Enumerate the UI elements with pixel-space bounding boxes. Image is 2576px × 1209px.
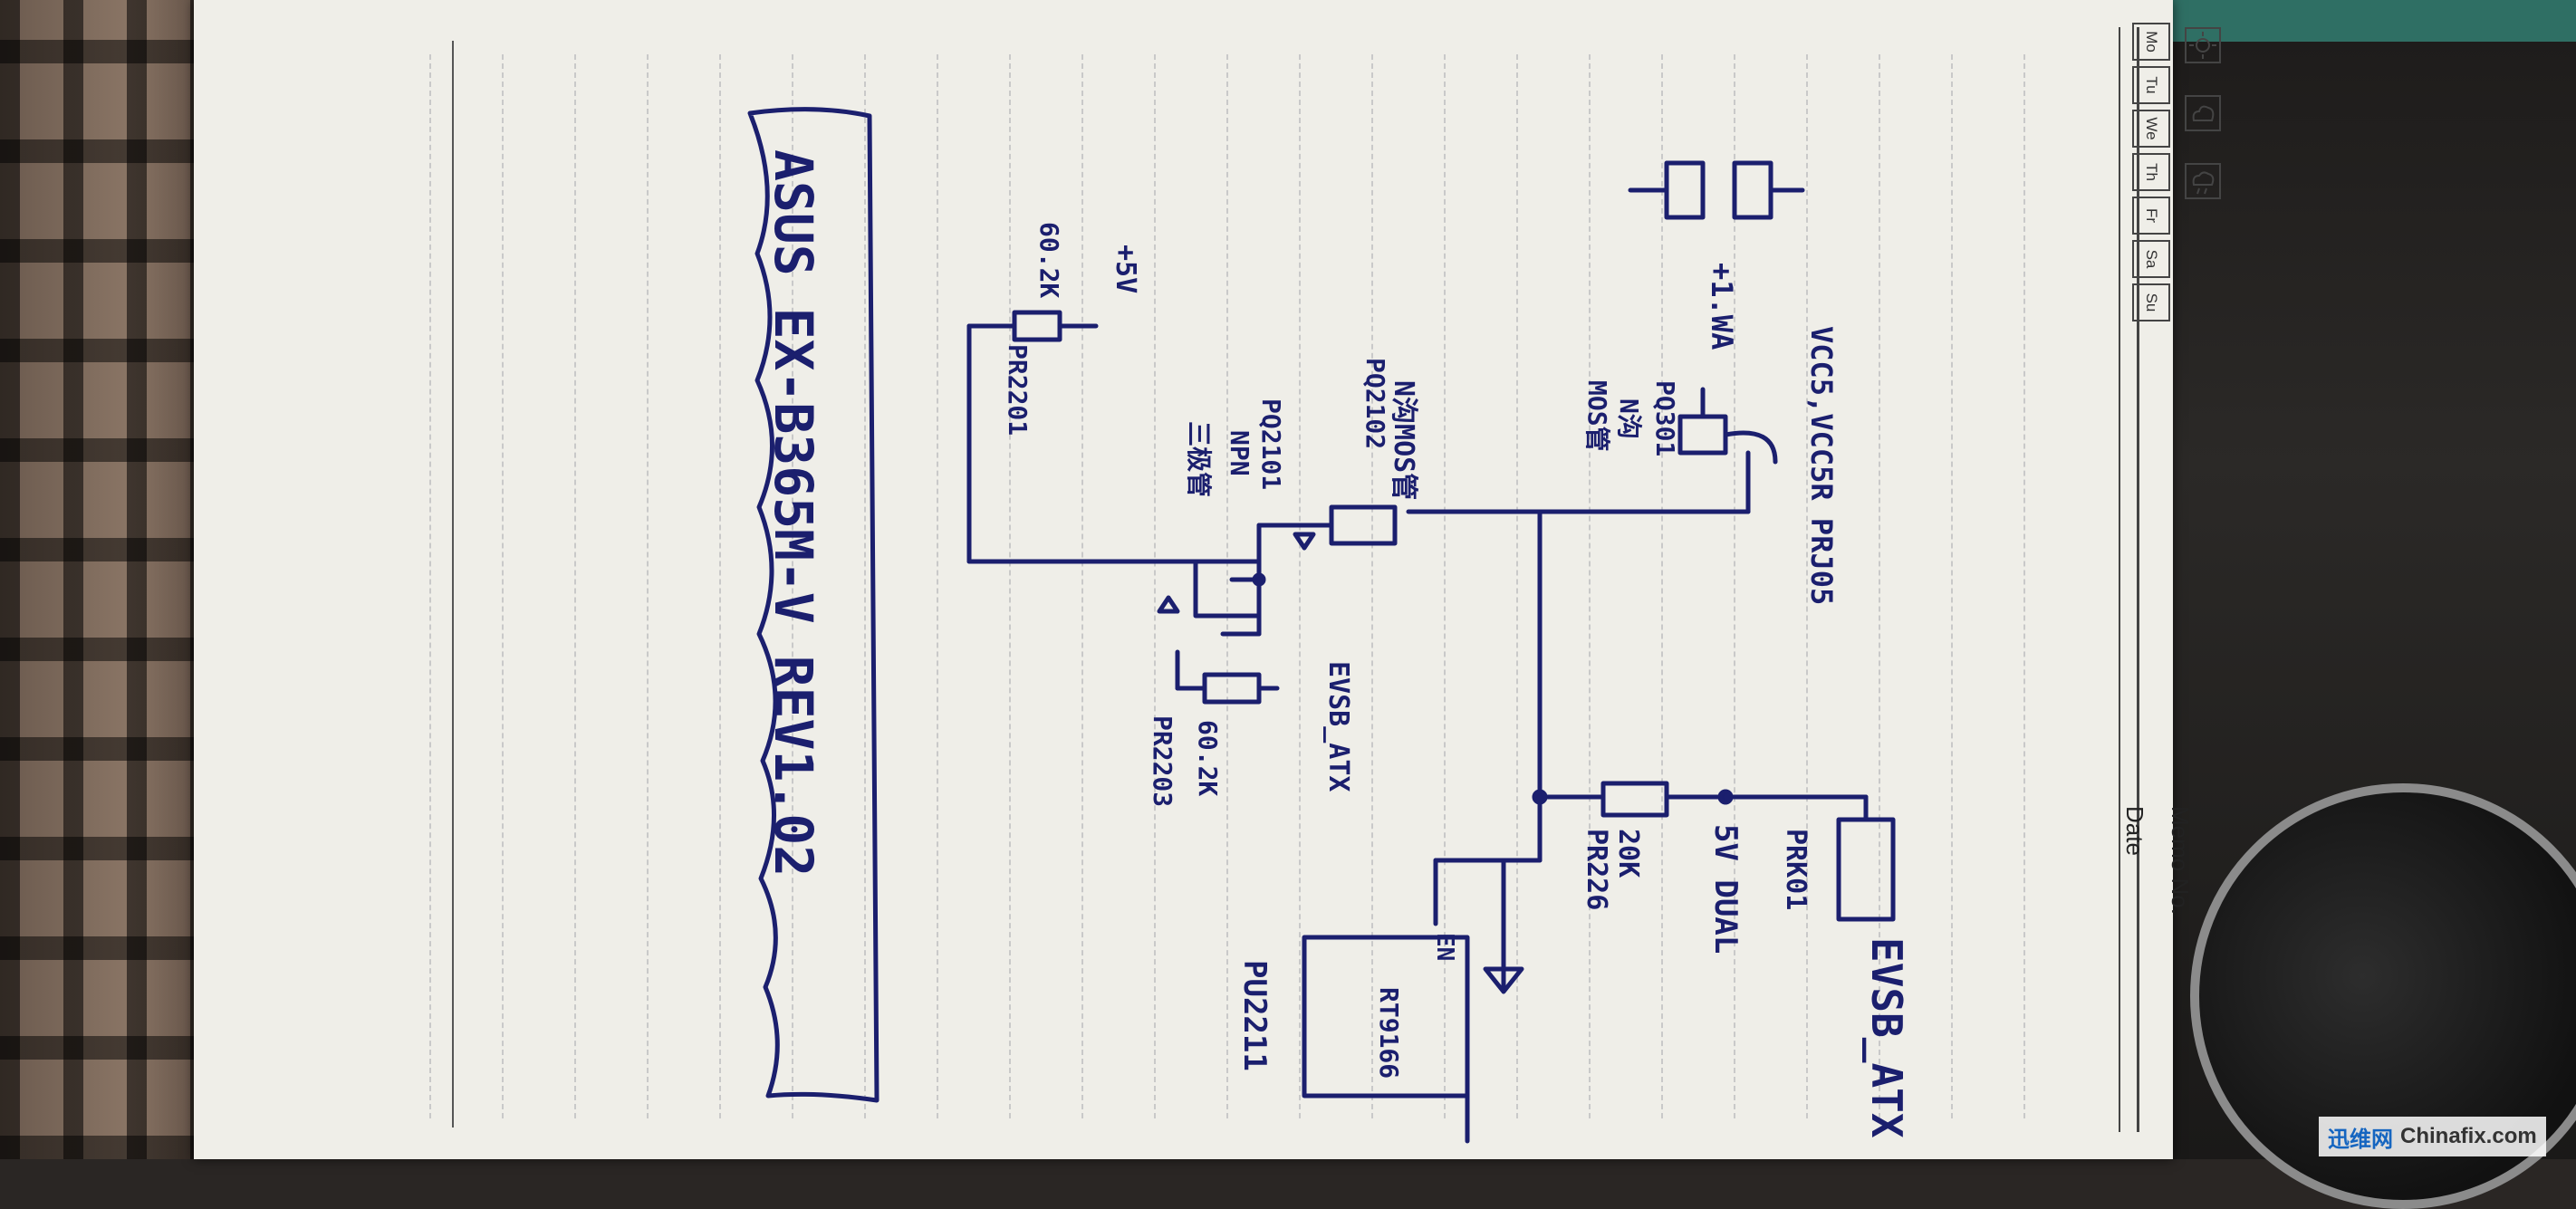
en-pin-label: EN [1431,933,1458,962]
sv-dual-label: 5V DUAL [1707,824,1744,955]
title-text: ASUS EX-B365M-V REV1.02 [763,149,824,878]
pr2201-label: PR2201 [1003,344,1033,437]
r60k-a-label: 60.2K [1193,720,1223,797]
ruled-line [647,54,649,1118]
ruled-line [792,54,793,1118]
watermark-en: Chinafix.com [2400,1124,2537,1148]
ruled-line [1444,54,1446,1118]
ruled-line [1879,54,1880,1118]
ruled-line [937,54,938,1118]
circuit-sketch [747,107,1896,1144]
sun-icon [2185,27,2221,63]
vcc5-label: VCC5,VCC5R PRJ05 [1804,326,1839,606]
pr2203-label: PR2203 [1148,715,1177,808]
ruled-line [1734,54,1735,1118]
plus5v-label: +5V [1110,245,1141,294]
cloud-icon [2185,95,2221,131]
pq301-label: PQ301 [1650,380,1680,457]
evsb-atx-top-label: EVSB_ATX [1862,937,1911,1138]
evsb-atx-mid-label: EVSB_ATX [1322,661,1354,792]
r60k-b-label: 60.2K [1034,222,1064,299]
npn-label: NPN [1225,430,1254,476]
v1wa-label: +1.WA [1705,263,1739,350]
pu2211-label: PU2211 [1236,960,1273,1071]
pq2101-label: PQ2101 [1256,398,1286,491]
chinafix-watermark: 迅维网 Chinafix.com [2319,1117,2546,1156]
prk01-label: PRK01 [1780,829,1812,911]
notebook-page: Mo Tu We Th Fr Sa Su Memo No. Date [194,0,2221,1159]
ruled-line [1226,54,1228,1118]
ruled-line [429,54,431,1118]
ruled-line [1299,54,1301,1118]
ruled-line [1371,54,1373,1118]
ruled-line [1589,54,1591,1118]
triode-label: 三极管 [1184,421,1214,498]
header-rule-inner [2119,27,2120,1132]
pr226-label: PR226 [1581,829,1612,911]
ruled-line [574,54,576,1118]
ruled-line [1661,54,1663,1118]
margin-line [452,41,454,1127]
n-mos-tube-label: N沟MOS管 [1388,380,1419,501]
ruled-line [1951,54,1953,1118]
ruled-line [502,54,504,1118]
ruled-line [864,54,866,1118]
rain-icon [2185,163,2221,199]
teal-mat-edge [2169,0,2576,42]
mos-tube-label: MOS管 [1582,380,1612,452]
ruled-line [1154,54,1156,1118]
ruled-line [719,54,721,1118]
watermark-cn: 迅维网 [2328,1127,2393,1152]
ruled-line [2023,54,2025,1118]
chip-label: RT9166 [1374,987,1404,1079]
n-channel-label: N沟 [1614,398,1644,439]
ruled-line [1806,54,1808,1118]
ruled-line [1516,54,1518,1118]
header-rule-outer [2137,27,2139,1132]
ruled-line [1009,54,1011,1118]
plaid-fabric-background [0,0,217,1159]
pq2102-label: PQ2102 [1360,358,1390,450]
r20k-label: 20K [1612,829,1644,878]
ruled-line [1081,54,1083,1118]
